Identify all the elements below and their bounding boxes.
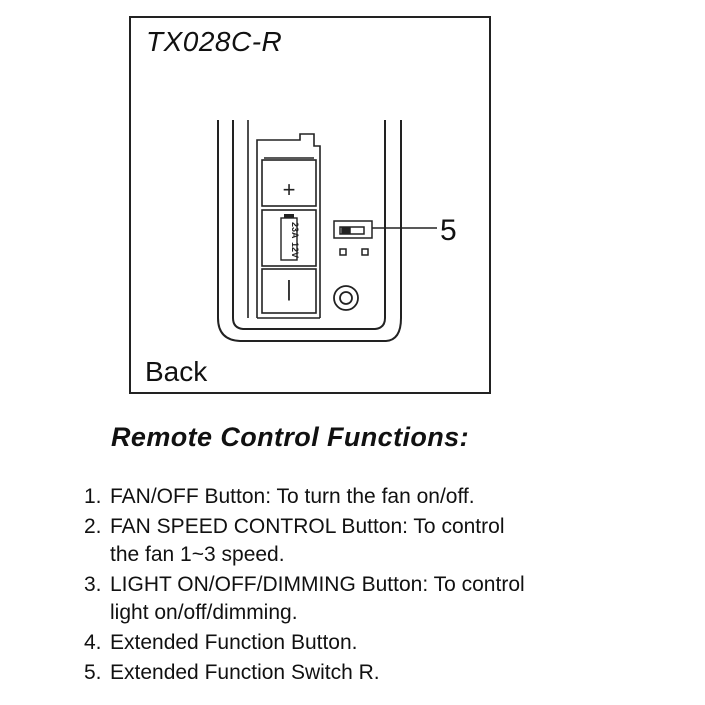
function-item-3: 3. LIGHT ON/OFF/DIMMING Button: To contr… xyxy=(84,571,684,627)
function-text-continued: light on/off/dimming. xyxy=(110,601,298,624)
battery-type-label: 23A xyxy=(290,222,300,239)
battery-voltage-label: 12V xyxy=(290,242,300,258)
section-title: Remote Control Functions: xyxy=(111,422,469,452)
callout-number: 5 xyxy=(440,214,457,247)
figure-frame xyxy=(129,16,491,394)
function-item-2: 2. FAN SPEED CONTROL Button: To control … xyxy=(84,513,684,569)
function-item-1: 1. FAN/OFF Button: To turn the fan on/of… xyxy=(84,483,684,511)
function-number: 1. xyxy=(84,485,102,508)
function-text-continued: the fan 1~3 speed. xyxy=(110,543,285,566)
extended-function-button xyxy=(333,285,359,311)
remote-body xyxy=(217,120,402,342)
function-item-4: 4. Extended Function Button. xyxy=(84,629,684,657)
function-text: Extended Function Switch R. xyxy=(110,661,380,684)
function-text: FAN SPEED CONTROL Button: To control xyxy=(110,515,505,538)
function-list: 1. FAN/OFF Button: To turn the fan on/of… xyxy=(84,483,684,689)
function-text: FAN/OFF Button: To turn the fan on/off. xyxy=(110,485,475,508)
function-number: 5. xyxy=(84,661,102,684)
battery-compartment xyxy=(247,120,321,319)
model-label: TX028C-R xyxy=(146,26,283,57)
plus-symbol: + xyxy=(283,177,296,202)
minus-symbol: | xyxy=(286,276,292,301)
battery-label: 23A 12V xyxy=(280,214,300,261)
function-text: LIGHT ON/OFF/DIMMING Button: To control xyxy=(110,573,525,596)
function-item-5: 5. Extended Function Switch R. xyxy=(84,659,684,687)
function-number: 3. xyxy=(84,573,102,596)
function-text: Extended Function Button. xyxy=(110,631,358,654)
function-number: 2. xyxy=(84,515,102,538)
function-number: 4. xyxy=(84,631,102,654)
extended-function-switch xyxy=(333,220,373,256)
back-caption: Back xyxy=(145,356,208,387)
